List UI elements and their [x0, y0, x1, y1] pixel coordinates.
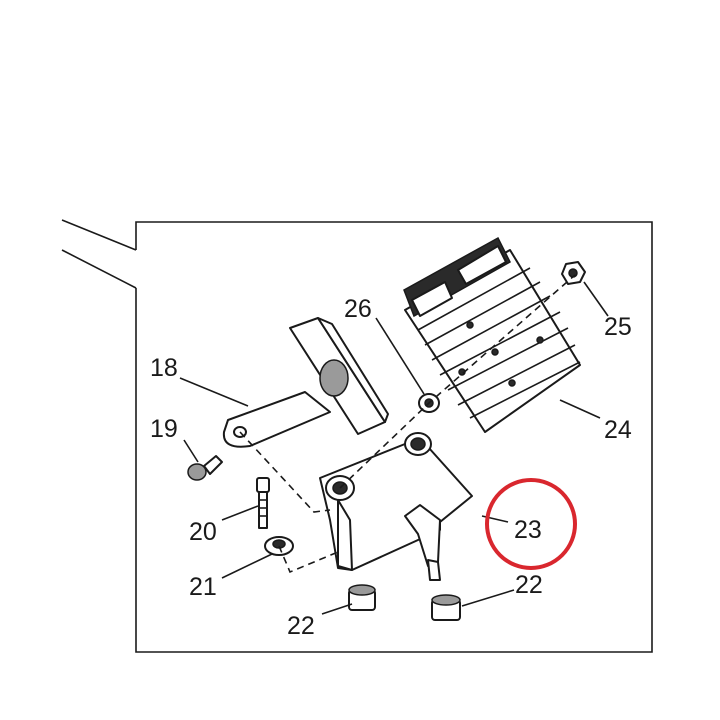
grommet-part-22-left	[348, 584, 376, 611]
bracket-part-18	[222, 317, 389, 448]
callout-21: 21	[189, 573, 217, 601]
bolt-part-20	[256, 477, 270, 529]
assembly-dashed-lines	[239, 274, 576, 574]
bolt-part-19	[187, 455, 223, 481]
diagram-frame	[61, 219, 653, 653]
callout-24: 24	[604, 416, 632, 444]
callout-18: 18	[150, 354, 178, 382]
highlight-circle	[485, 478, 577, 570]
mounting-plate-part-23	[319, 432, 473, 581]
callout-19: 19	[150, 415, 178, 443]
callout-23: 23	[514, 516, 542, 544]
callout-22-left: 22	[287, 612, 315, 640]
callout-26: 26	[344, 295, 372, 323]
callout-22-right: 22	[515, 571, 543, 599]
nut-part-25	[561, 261, 586, 285]
callout-20: 20	[189, 518, 217, 546]
regulator-part-24	[403, 236, 581, 433]
callout-25: 25	[604, 313, 632, 341]
grommet-part-22-right	[431, 594, 461, 621]
